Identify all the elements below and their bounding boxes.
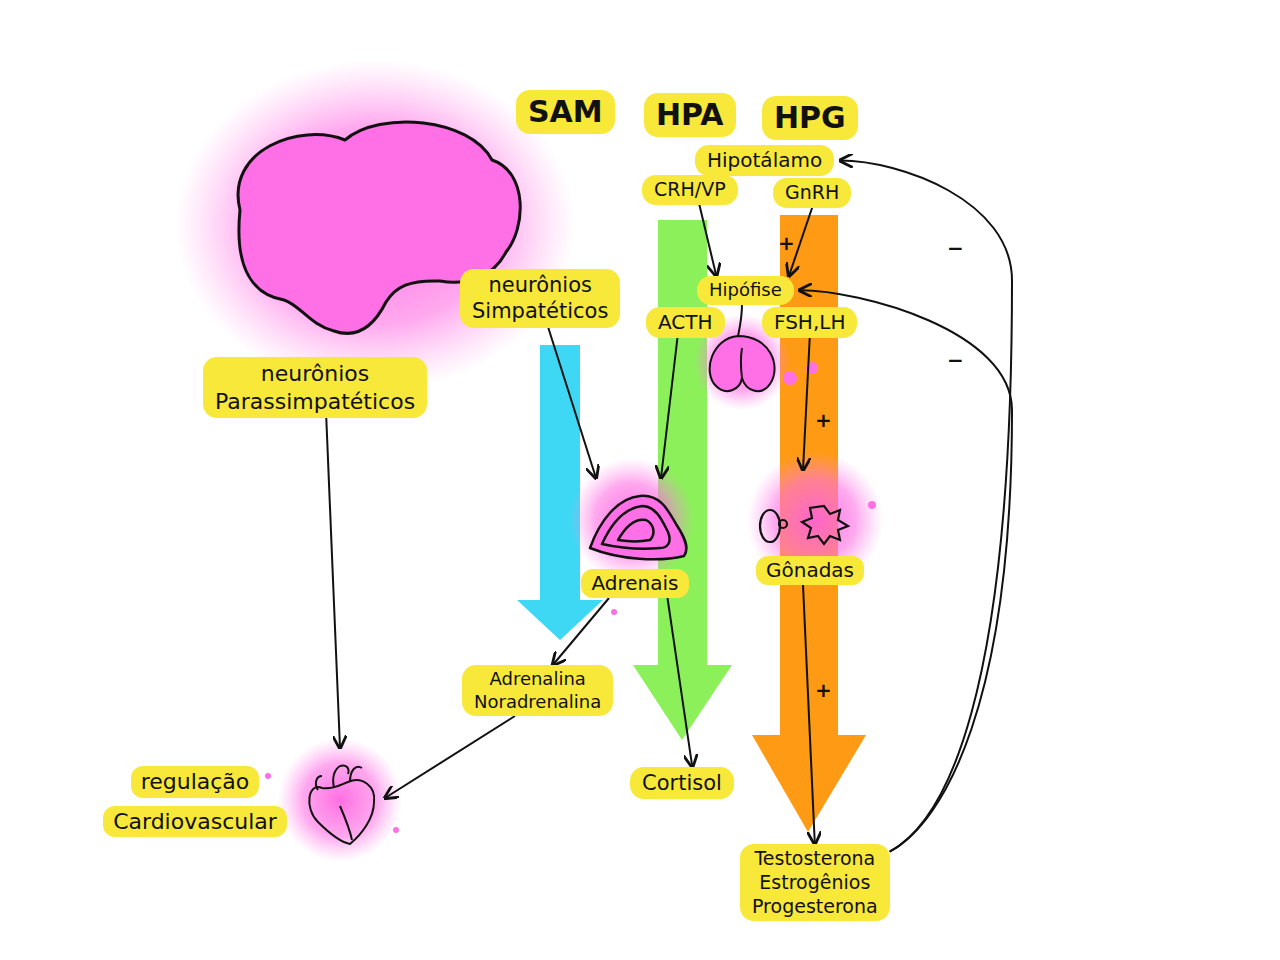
hormone-label: GnRH <box>773 178 851 208</box>
arrow-connector <box>699 205 716 276</box>
label-text: SAM <box>528 93 603 131</box>
label-text: Progesterona <box>752 895 878 919</box>
arrow-connector <box>548 328 596 479</box>
arrow-connector <box>803 338 810 470</box>
arrow-connector <box>803 585 815 844</box>
arrow-connector <box>840 161 1012 852</box>
hormone-label: FSH,LH <box>762 307 857 338</box>
label-text: Hipotálamo <box>707 148 822 173</box>
label-text: Adrenais <box>581 569 688 598</box>
neuron-label: neurôniosSimpatéticos <box>460 269 620 328</box>
label-text: Cardiovascular <box>103 806 287 838</box>
heart-illustration <box>309 765 374 844</box>
hormone-label: Cortisol <box>630 767 734 799</box>
hormone-label: CRH/VP <box>642 175 738 205</box>
brain-illustration <box>175 60 575 390</box>
sign-label: + <box>778 233 795 253</box>
label-text: CRH/VP <box>654 178 726 202</box>
pathway-header: SAM <box>516 90 615 134</box>
edge-label: − <box>945 350 966 370</box>
arrow-connector <box>326 418 340 748</box>
label-text: regulação <box>131 766 260 798</box>
arrow-connector <box>553 598 609 665</box>
label-text: Cortisol <box>642 770 722 796</box>
label-text: Simpatéticos <box>472 298 608 324</box>
edge-label: − <box>945 238 966 258</box>
sign-label: + <box>815 680 832 700</box>
label-text: GnRH <box>785 181 839 205</box>
gonads-illustration <box>760 506 848 544</box>
arrow-connector <box>385 716 515 798</box>
label-text: FSH,LH <box>774 310 845 335</box>
hormone-label: AdrenalinaNoradrenalina <box>462 665 613 716</box>
arrow-connector <box>668 598 693 767</box>
organ-node: Gônadas <box>740 470 880 585</box>
hormone-label: TestosteronaEstrogêniosProgesterona <box>740 844 890 921</box>
label-text: ACTH <box>658 310 713 335</box>
neuron-label: neurôniosParassimpatéticos <box>203 357 427 418</box>
effect-node: regulaçãoCardiovascular <box>85 748 385 848</box>
label-text: Noradrenalina <box>474 691 601 714</box>
label-text: Parassimpatéticos <box>215 388 415 416</box>
hormone-label: ACTH <box>646 307 725 338</box>
label-text: neurônios <box>472 272 608 298</box>
sign-label: + <box>815 410 832 430</box>
label-text: Testosterona <box>752 847 878 871</box>
label-text: HPG <box>774 99 846 137</box>
label-text: Estrogênios <box>752 871 878 895</box>
organ-label: Hipotálamo <box>695 145 834 176</box>
label-text: Hipófise <box>709 279 782 302</box>
label-text: Adrenalina <box>474 668 601 691</box>
pathway-header: HPA <box>644 93 736 137</box>
organ-node: Adrenais <box>570 478 700 598</box>
label-text: HPA <box>656 96 724 134</box>
arrow-connector <box>661 338 677 478</box>
adrenal-illustration <box>590 496 686 559</box>
label-text: Gônadas <box>756 556 864 585</box>
label-text: neurônios <box>215 360 415 388</box>
pathway-header: HPG <box>762 96 858 140</box>
organ-label: Hipófise <box>697 276 794 305</box>
